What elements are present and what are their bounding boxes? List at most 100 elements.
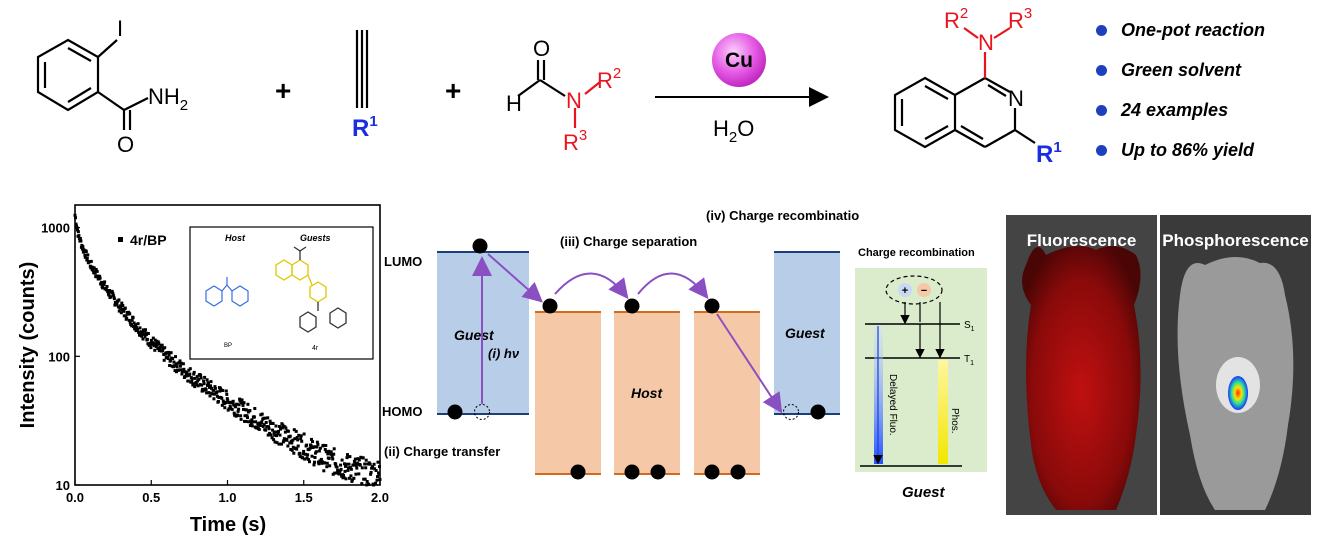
y-axis-label: Intensity (counts) (17, 262, 39, 429)
decay-point (348, 476, 351, 480)
decay-point (121, 304, 125, 307)
decay-point (302, 432, 306, 436)
decay-point (246, 416, 249, 420)
decay-point (213, 386, 217, 390)
feature-text: Green solvent (1121, 59, 1242, 80)
decay-point (118, 304, 122, 308)
decay-point (138, 326, 142, 330)
host-box-1 (535, 312, 601, 474)
decay-point (369, 472, 373, 476)
decay-point (244, 420, 248, 423)
decay-point (160, 343, 164, 347)
decay-point (82, 248, 86, 252)
decay-point (224, 389, 228, 393)
decay-point (108, 289, 111, 292)
decay-point (76, 228, 79, 232)
phosphorescence-hotspot (1228, 376, 1248, 410)
decay-point (374, 469, 378, 472)
decay-point (207, 391, 211, 395)
decay-point (343, 469, 347, 473)
decay-point (342, 473, 345, 477)
decay-point (213, 385, 217, 389)
decay-point (136, 327, 140, 331)
decay-point (93, 271, 97, 275)
decay-point (312, 463, 316, 467)
decay-point (197, 377, 201, 381)
recomb-title: Charge recombination (858, 247, 975, 259)
decay-point (352, 459, 356, 463)
decay-point (372, 483, 376, 487)
decay-point (349, 474, 353, 478)
positive-charge-icon (898, 283, 912, 297)
decay-point (209, 380, 213, 384)
decay-point (315, 440, 319, 444)
decay-point (243, 414, 247, 418)
decay-point (377, 472, 381, 476)
decay-point (336, 469, 340, 473)
decay-point (119, 311, 123, 315)
decay-point (112, 297, 116, 301)
decay-point (152, 344, 156, 348)
decay-point (174, 362, 178, 366)
decay-point (300, 439, 304, 443)
nh2-label: NH2 (148, 84, 188, 114)
electron-host-low-4 (704, 464, 720, 480)
decay-point (333, 471, 337, 475)
decay-point (369, 470, 373, 474)
decay-point (230, 407, 234, 411)
decay-point (290, 441, 294, 445)
decay-point (149, 338, 153, 342)
decay-point (311, 440, 314, 444)
decay-point (283, 430, 287, 434)
decay-point (317, 462, 321, 466)
decay-point (130, 318, 134, 322)
decay-point (161, 349, 165, 353)
negative-charge-icon (917, 283, 931, 297)
decay-point (332, 447, 336, 451)
decay-point (102, 282, 106, 286)
decay-point (173, 364, 176, 368)
decay-point (215, 390, 219, 394)
decay-point (144, 328, 147, 332)
decay-point (145, 337, 149, 341)
decay-point (115, 302, 119, 306)
guest-4r-structure (275, 246, 347, 333)
decay-point (313, 460, 316, 464)
decay-point (258, 424, 262, 427)
decay-point (178, 364, 182, 368)
decay-point (225, 397, 229, 401)
decay-point (277, 442, 281, 446)
decay-point (242, 401, 246, 405)
decay-point (368, 462, 372, 466)
decay-point (290, 448, 294, 452)
decay-point (206, 381, 210, 385)
decay-point (314, 450, 318, 454)
decay-point (143, 329, 146, 333)
decay-point (345, 462, 348, 466)
decay-point (156, 347, 160, 350)
decay-point (307, 458, 311, 461)
decay-point (136, 322, 140, 326)
y-tick-label: 1000 (41, 221, 70, 236)
decay-point (330, 454, 334, 458)
decay-point (158, 348, 162, 352)
decay-point (199, 376, 203, 380)
decay-point (168, 364, 172, 367)
decay-point (267, 425, 271, 429)
decay-point (350, 479, 354, 483)
decay-point (278, 433, 282, 437)
decay-point (149, 346, 153, 350)
x-tick-label: 0.5 (142, 490, 160, 505)
decay-point (317, 449, 321, 453)
formamide-structure (517, 60, 601, 128)
decay-point (271, 422, 275, 425)
decay-point (325, 461, 329, 465)
decay-point (339, 467, 343, 471)
decay-point (238, 397, 242, 401)
decay-point (192, 370, 196, 374)
feature-text: 24 examples (1121, 99, 1229, 120)
decay-point (190, 377, 194, 381)
feature-item: Up to 86% yield (1096, 130, 1321, 170)
decay-point (117, 309, 121, 313)
